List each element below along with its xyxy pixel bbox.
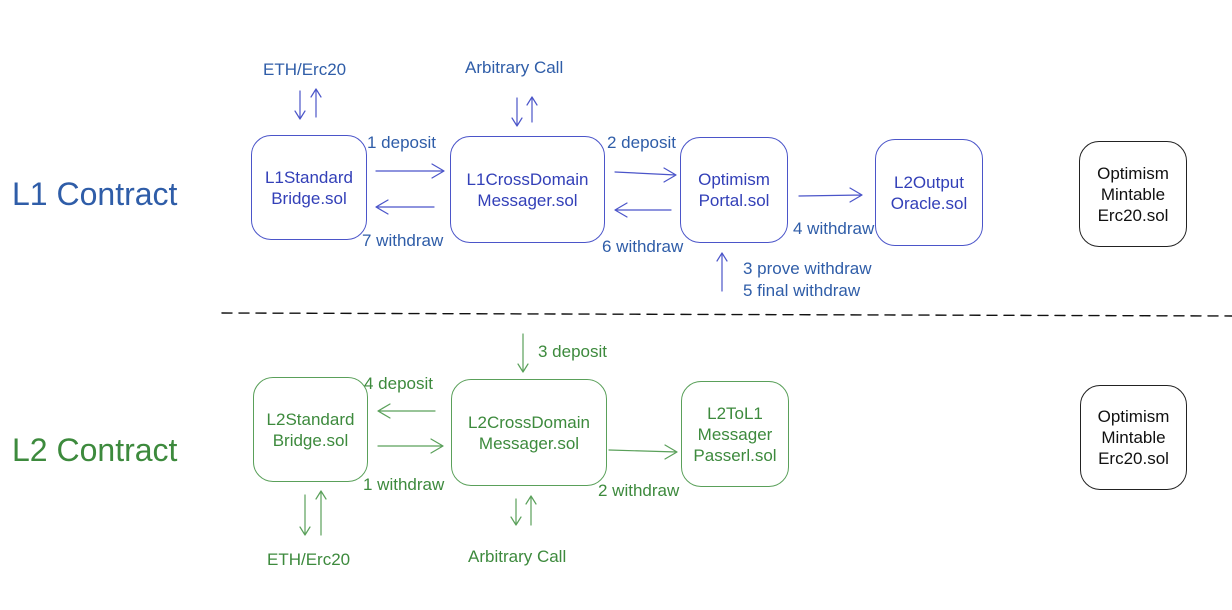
l2-arbitrary-call-label: Arbitrary Call: [468, 547, 567, 566]
l2-to-l1-message-passer-line-2: Messager: [697, 424, 773, 444]
l2-to-l1-message-passer-line-3: Passerl.sol: [693, 445, 777, 465]
l1-edge-withdraw-7: 7 withdraw: [362, 231, 444, 250]
l1-edge-prove-withdraw-3: 3 prove withdraw: [743, 259, 872, 278]
l1-output-oracle-box: L2Output Oracle.sol: [875, 139, 983, 246]
l1-edge-withdraw-6: 6 withdraw: [602, 237, 684, 256]
l2-cross-domain-messenger-line-2: Messager.sol: [478, 433, 580, 453]
l1-edge-deposit-1: 1 deposit: [367, 133, 436, 152]
l1-edge-final-withdraw-5: 5 final withdraw: [743, 281, 861, 300]
l2-call-down-arrow: [510, 498, 522, 526]
l2-to-l1-message-passer-line-1: L2ToL1: [707, 403, 763, 423]
l1-mintable-erc20-line-3: Erc20.sol: [1097, 205, 1169, 225]
l2-edge-deposit-3: 3 deposit: [538, 342, 607, 361]
l1-mintable-erc20-box: Optimism Mintable Erc20.sol: [1079, 141, 1187, 247]
l1-optimism-portal-box: Optimism Portal.sol: [680, 137, 788, 243]
l1-withdraw-4-arrow: [798, 187, 863, 203]
l1-deposit-2-arrow: [614, 167, 677, 183]
l2-mintable-erc20-line-3: Erc20.sol: [1098, 449, 1169, 468]
l1-cross-domain-messenger-line-1: L1CrossDomain: [466, 169, 589, 189]
l2-mintable-erc20-line-2: Mintable: [1101, 428, 1166, 447]
l2-eth-erc20-label: ETH/Erc20: [267, 550, 351, 569]
l1-mintable-erc20-line-1: Optimism: [1097, 163, 1169, 183]
l1-eth-up-arrow: [310, 88, 322, 118]
l2-edge-deposit-4: 4 deposit: [364, 374, 433, 393]
l1-standard-bridge-line-2: Bridge.sol: [271, 188, 347, 208]
l2-deposit-3-arrow: [517, 333, 529, 373]
l2-edge-withdraw-1: 1 withdraw: [363, 475, 445, 494]
l2-eth-down-arrow: [299, 494, 311, 536]
l1-arbitrary-call-label: Arbitrary Call: [465, 58, 564, 77]
l1-prove-withdraw-arrow: [716, 252, 728, 292]
l2-eth-up-arrow: [315, 490, 327, 536]
l2-standard-bridge-box: L2Standard Bridge.sol: [253, 377, 368, 482]
l1-call-down-arrow: [511, 97, 523, 127]
l2-edge-withdraw-2: 2 withdraw: [598, 481, 680, 500]
l1-cross-domain-messenger-box: L1CrossDomain Messager.sol: [450, 136, 605, 243]
l1-eth-down-arrow: [294, 90, 306, 120]
l2-mintable-erc20-box: Optimism Mintable Erc20.sol: [1080, 385, 1187, 490]
l1-eth-erc20-label: ETH/Erc20: [263, 60, 347, 79]
l1-deposit-1-arrow: [375, 163, 445, 179]
l1-optimism-portal-line-2: Portal.sol: [698, 191, 770, 210]
l2-cross-domain-messenger-line-1: L2CrossDomain: [468, 412, 590, 432]
l1-mintable-erc20-line-2: Mintable: [1100, 184, 1166, 204]
l2-cross-domain-messenger-box: L2CrossDomain Messager.sol: [451, 379, 607, 486]
l1-standard-bridge-line-1: L1Standard: [265, 167, 353, 187]
l2-deposit-4-arrow: [377, 403, 436, 419]
l1-output-oracle-line-1: L2Output: [894, 172, 964, 192]
l2-withdraw-2-arrow: [608, 444, 678, 460]
l1-output-oracle-line-2: Oracle.sol: [890, 193, 968, 213]
l1-edge-withdraw-4: 4 withdraw: [793, 219, 875, 238]
l1-optimism-portal-line-1: Optimism: [698, 170, 770, 189]
l2-standard-bridge-line-2: Bridge.sol: [272, 430, 349, 450]
l1-call-up-arrow: [526, 96, 538, 123]
l1-edge-deposit-2: 2 deposit: [607, 133, 676, 152]
l2-standard-bridge-line-1: L2Standard: [266, 409, 355, 429]
l1-cross-domain-messenger-line-2: Messager.sol: [477, 190, 578, 210]
l2-call-up-arrow: [525, 495, 537, 526]
l2-withdraw-1-arrow: [377, 438, 444, 454]
l1-withdraw-7-arrow: [375, 199, 435, 215]
l2-to-l1-message-passer-box: L2ToL1 Messager Passerl.sol: [681, 381, 789, 487]
l2-section-title: L2 Contract: [12, 432, 178, 468]
l1-section-title: L1 Contract: [12, 176, 178, 212]
l1-l2-divider: [221, 312, 1232, 317]
l1-withdraw-6-arrow: [614, 202, 672, 218]
l1-standard-bridge-box: L1Standard Bridge.sol: [251, 135, 367, 240]
l2-mintable-erc20-line-1: Optimism: [1097, 407, 1170, 426]
